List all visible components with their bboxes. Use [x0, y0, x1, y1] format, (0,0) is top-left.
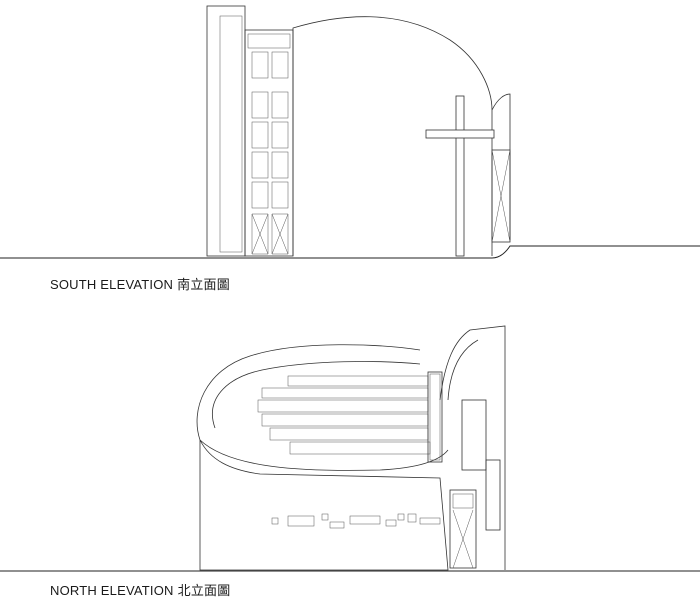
- north-row-3: [257, 399, 429, 413]
- south-window-pane: [271, 91, 289, 119]
- north-entrance-frame: [449, 489, 477, 569]
- north-side-panel: [485, 459, 501, 531]
- south-curved-wall: [292, 16, 493, 256]
- south-window-pane: [271, 181, 289, 209]
- north-title-zh: 北立面圖: [177, 584, 231, 599]
- south-left-tower: [206, 5, 246, 257]
- north-openings-strip: [271, 513, 441, 529]
- north-inner-shell: [212, 361, 421, 429]
- north-stair-pattern: [429, 373, 441, 461]
- north-stair-block: [427, 371, 443, 463]
- north-row-5: [269, 427, 429, 441]
- north-tower-curve: [447, 339, 479, 401]
- south-window-pane: [251, 151, 269, 179]
- south-perforated-panel: [219, 15, 243, 253]
- south-right-fin: [491, 93, 511, 240]
- south-window-pane: [251, 121, 269, 149]
- north-shell-lower-edge: [199, 439, 449, 471]
- south-window-pane: [251, 51, 269, 79]
- south-tower-parapet: [247, 33, 291, 49]
- south-window-pane: [271, 151, 289, 179]
- south-window-pane: [271, 51, 289, 79]
- north-title-en: NORTH ELEVATION: [50, 583, 174, 598]
- north-row-6: [289, 441, 431, 455]
- south-right-window: [491, 149, 511, 243]
- north-row-1: [287, 375, 429, 387]
- north-tower-panel: [461, 399, 487, 471]
- south-ground-line: [0, 245, 700, 259]
- north-row-4: [261, 413, 429, 427]
- north-door-cross: [452, 509, 474, 569]
- south-window-stack: [251, 51, 289, 255]
- south-window-pane: [271, 121, 289, 149]
- north-elevation-svg: [0, 325, 700, 572]
- south-elevation-svg: [0, 5, 700, 259]
- north-base-wall: [199, 439, 449, 571]
- south-window-pane: [251, 181, 269, 209]
- south-title-zh: 南立面圖: [177, 278, 230, 293]
- south-window-pane: [251, 91, 269, 119]
- south-cross: [425, 95, 495, 257]
- north-row-2: [261, 387, 429, 399]
- north-door-transom: [452, 493, 474, 509]
- north-outer-shell: [196, 344, 421, 441]
- south-right-window-cross: [491, 149, 511, 243]
- south-base-doors: [251, 213, 289, 255]
- south-title-en: SOUTH ELEVATION: [50, 277, 174, 292]
